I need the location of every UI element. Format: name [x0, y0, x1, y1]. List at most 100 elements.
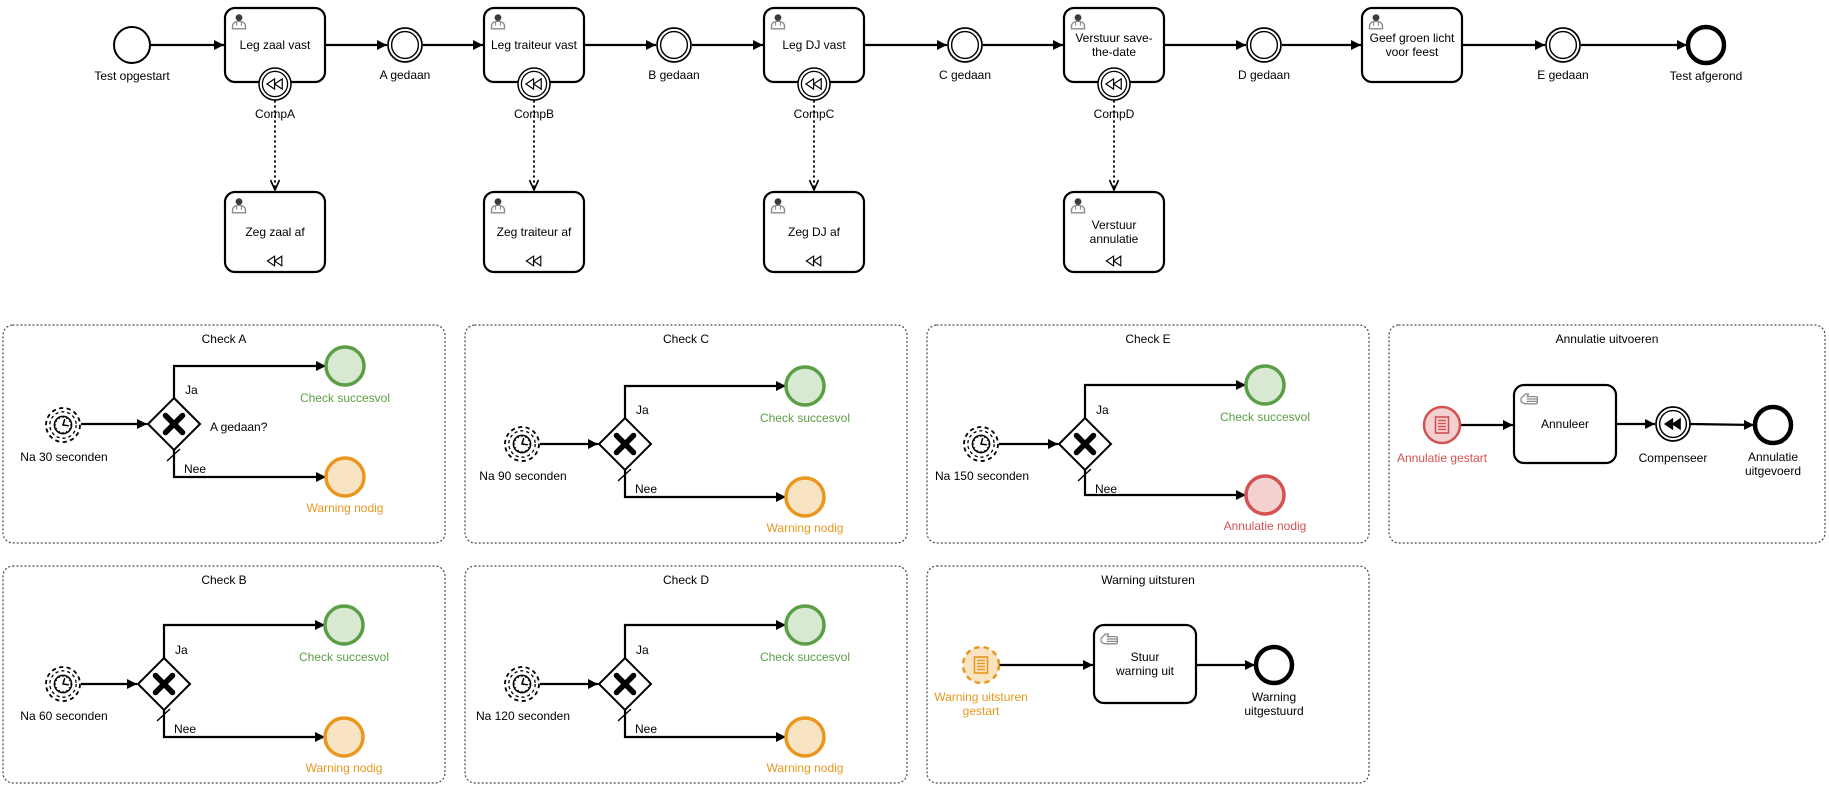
event-label: D gedaan: [1238, 68, 1290, 82]
sequence-flow[interactable]: [172, 450, 326, 482]
intermediate-event-d-gedaan[interactable]: [1249, 30, 1279, 60]
compensation-icon: [266, 255, 283, 267]
end-event-warning-nodig[interactable]: [784, 716, 826, 758]
flow-label-nee: Nee: [184, 462, 206, 476]
task-zeg-traiteur-af[interactable]: Zeg traiteur af: [482, 190, 586, 274]
intermediate-event-e-gedaan[interactable]: [1548, 30, 1578, 60]
end-event-warning-nodig[interactable]: [324, 456, 366, 498]
event-label: Check succesvol: [760, 650, 850, 664]
timer-clock-icon: [512, 674, 532, 694]
panel-title: Annulatie uitvoeren: [1556, 332, 1659, 346]
end-event-test-afgerond[interactable]: [1685, 24, 1727, 66]
task-leg-zaal-vast[interactable]: Leg zaal vast: [223, 6, 327, 84]
group-annulatie-uitvoeren[interactable]: [1388, 324, 1826, 544]
event-label: Annulatie gestart: [1397, 451, 1488, 465]
timer-clock-icon: [53, 415, 73, 435]
task-label: Leg traiteur vast: [491, 38, 578, 52]
default-flow-marker: [617, 468, 632, 482]
panel-title: Warning uitsturen: [1101, 573, 1195, 587]
end-event-warning-nodig[interactable]: [784, 476, 826, 518]
task-zeg-dj-af[interactable]: Zeg DJ af: [762, 190, 866, 274]
timer-clock-icon: [971, 434, 991, 454]
task-zeg-zaal-af[interactable]: Zeg zaal af: [223, 190, 327, 274]
task-label: Zeg zaal af: [245, 225, 305, 239]
sequence-flow[interactable]: [162, 710, 325, 742]
task-label: Leg zaal vast: [240, 38, 311, 52]
end-event-check-succesvol[interactable]: [784, 365, 826, 407]
panel-title: Check E: [1125, 332, 1170, 346]
flow-label-nee: Nee: [635, 722, 657, 736]
sequence-flow[interactable]: [1689, 419, 1755, 430]
start-event-warning-uitsturen-gestart[interactable]: [961, 645, 1001, 685]
end-event-annulatie-nodig[interactable]: [1244, 474, 1286, 516]
end-event-annulatie-uitgevoerd[interactable]: [1752, 404, 1794, 446]
default-flow-marker: [617, 708, 632, 722]
user-icon: [1070, 14, 1086, 30]
sequence-flow[interactable]: [1083, 470, 1246, 500]
sequence-flow[interactable]: [172, 361, 326, 398]
end-event-warning-uitgestuurd[interactable]: [1253, 644, 1295, 686]
sequence-flow[interactable]: [623, 470, 786, 502]
compensation-icon: [804, 77, 822, 91]
group-check-e[interactable]: [926, 324, 1370, 544]
sequence-flow[interactable]: [623, 620, 786, 658]
compensation-icon: [805, 255, 822, 267]
start-event-annulatie-gestart[interactable]: [1422, 405, 1462, 445]
flow-label-nee: Nee: [635, 482, 657, 496]
end-event-warning-nodig[interactable]: [323, 716, 365, 758]
end-event-check-succesvol[interactable]: [1244, 364, 1286, 406]
gateway-label: A gedaan?: [210, 420, 268, 434]
intermediate-event-c-gedaan[interactable]: [950, 30, 980, 60]
sequence-flow[interactable]: [1083, 380, 1246, 418]
group-check-a[interactable]: [2, 324, 446, 544]
xor-x-icon: [162, 412, 186, 436]
end-event-check-succesvol[interactable]: [323, 604, 365, 646]
event-label: Compenseer: [1639, 451, 1708, 465]
event-label: Check succesvol: [300, 391, 390, 405]
event-label: Check succesvol: [1220, 410, 1310, 424]
user-icon: [1368, 14, 1384, 30]
task-annuleer[interactable]: Annuleer: [1512, 383, 1618, 465]
task-label: Annuleer: [1541, 417, 1589, 431]
end-event-check-succesvol[interactable]: [324, 345, 366, 387]
panel-title: Check A: [202, 332, 247, 346]
group-warning-uitsturen[interactable]: [926, 565, 1370, 784]
group-check-b[interactable]: [2, 565, 446, 784]
task-verstuur-save-the-date[interactable]: Verstuur save-the-date: [1062, 6, 1166, 84]
task-leg-traiteur-vast[interactable]: Leg traiteur vast: [482, 6, 586, 84]
event-label: Na 90 seconden: [479, 469, 566, 483]
sequence-flow[interactable]: [623, 710, 786, 742]
task-label: Zeg traiteur af: [497, 225, 572, 239]
compensation-icon: [1663, 417, 1681, 431]
intermediate-event-a-gedaan[interactable]: [390, 30, 420, 60]
event-label: CompA: [255, 107, 295, 121]
timer-clock-icon: [53, 674, 73, 694]
flow-label-ja: Ja: [1096, 403, 1109, 417]
xor-x-icon: [1073, 432, 1097, 456]
xor-x-icon: [613, 432, 637, 456]
event-label: CompD: [1094, 107, 1135, 121]
start-event-test-opgestart[interactable]: [113, 26, 151, 64]
sequence-flow[interactable]: [162, 620, 325, 658]
manual-hand-icon: [1520, 393, 1539, 405]
group-check-c[interactable]: [464, 324, 908, 544]
end-event-check-succesvol[interactable]: [784, 604, 826, 646]
flow-label-nee: Nee: [1095, 482, 1117, 496]
compensation-icon: [265, 77, 283, 91]
conditional-icon: [973, 656, 989, 674]
group-check-d[interactable]: [464, 565, 908, 784]
intermediate-event-b-gedaan[interactable]: [659, 30, 689, 60]
sequence-flow[interactable]: [623, 381, 786, 418]
event-label: Test opgestart: [94, 69, 170, 83]
event-label: E gedaan: [1537, 68, 1588, 82]
compensation-icon: [1104, 77, 1122, 91]
